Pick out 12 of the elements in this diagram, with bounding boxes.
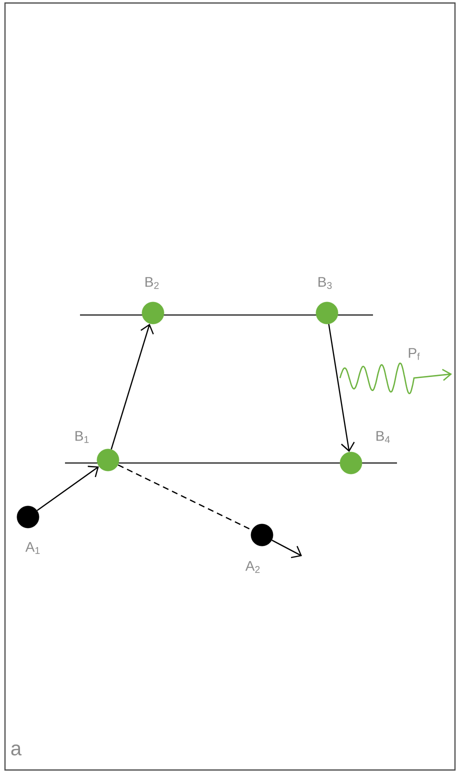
- dot-label: B$_{3}$: [318, 277, 332, 289]
- arrow: [110, 324, 154, 450]
- arrow: [328, 324, 355, 452]
- dot-label: A$_{2}$: [245, 561, 260, 573]
- dot-label: B$_{1}$: [76, 431, 89, 443]
- arrow: [272, 540, 302, 558]
- text-label: a: [11, 744, 22, 756]
- dot-label: A$_{1}$: [25, 542, 40, 554]
- dot-label: B$_{2}$: [146, 277, 159, 289]
- text-label: P$_{f}$: [408, 348, 420, 360]
- arrow: [36, 466, 99, 511]
- dot-label: B$_{4}$: [376, 431, 390, 443]
